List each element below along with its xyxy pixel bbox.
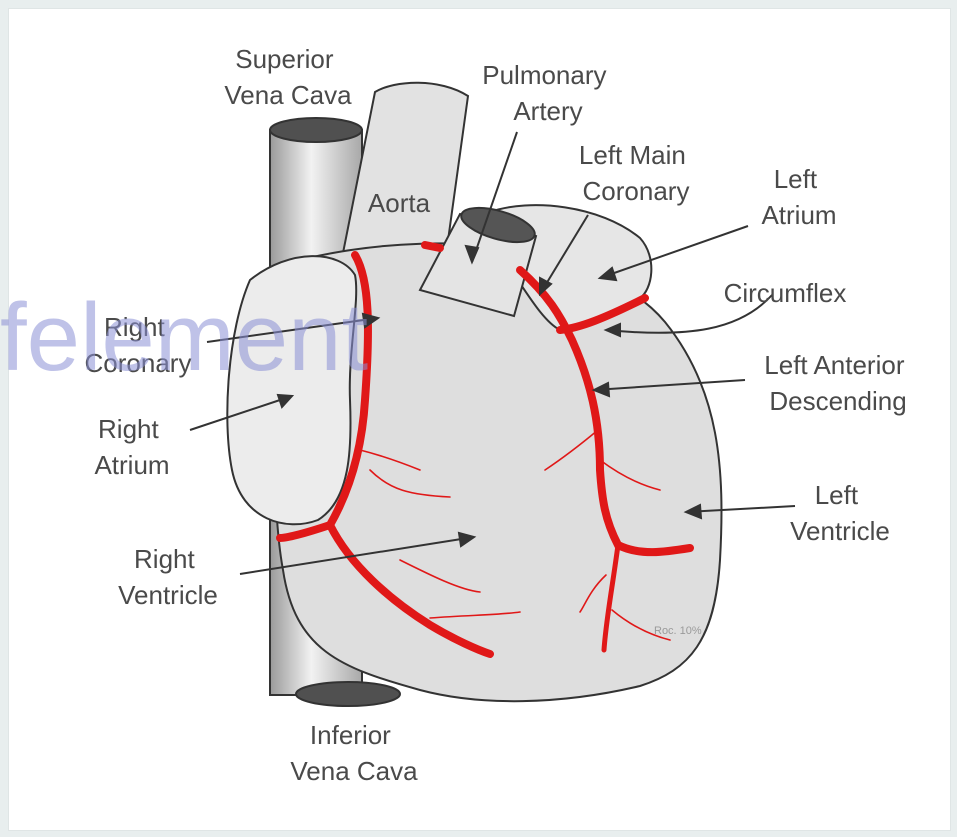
label-aorta: Aorta: [368, 188, 431, 218]
label-left-atrium: Left Atrium: [761, 164, 836, 230]
label-left-ventricle: Left Ventricle: [790, 480, 890, 546]
label-right-ventricle: Right Ventricle: [118, 544, 218, 610]
label-left-anterior-descending: Left Anterior Descending: [764, 350, 911, 416]
label-right-atrium: Right Atrium: [94, 414, 169, 480]
label-inferior-vena-cava: Inferior Vena Cava: [290, 720, 418, 786]
aorta-vessel: [342, 83, 468, 258]
artist-signature: Roc. 10%: [654, 625, 702, 637]
label-left-main-coronary: Left Main Coronary: [579, 140, 693, 206]
label-superior-vena-cava: Superior Vena Cava: [224, 44, 352, 110]
watermark: felement: [0, 284, 368, 391]
label-pulmonary-artery: Pulmonary Artery: [482, 60, 614, 126]
label-circumflex: Circumflex: [724, 278, 847, 308]
